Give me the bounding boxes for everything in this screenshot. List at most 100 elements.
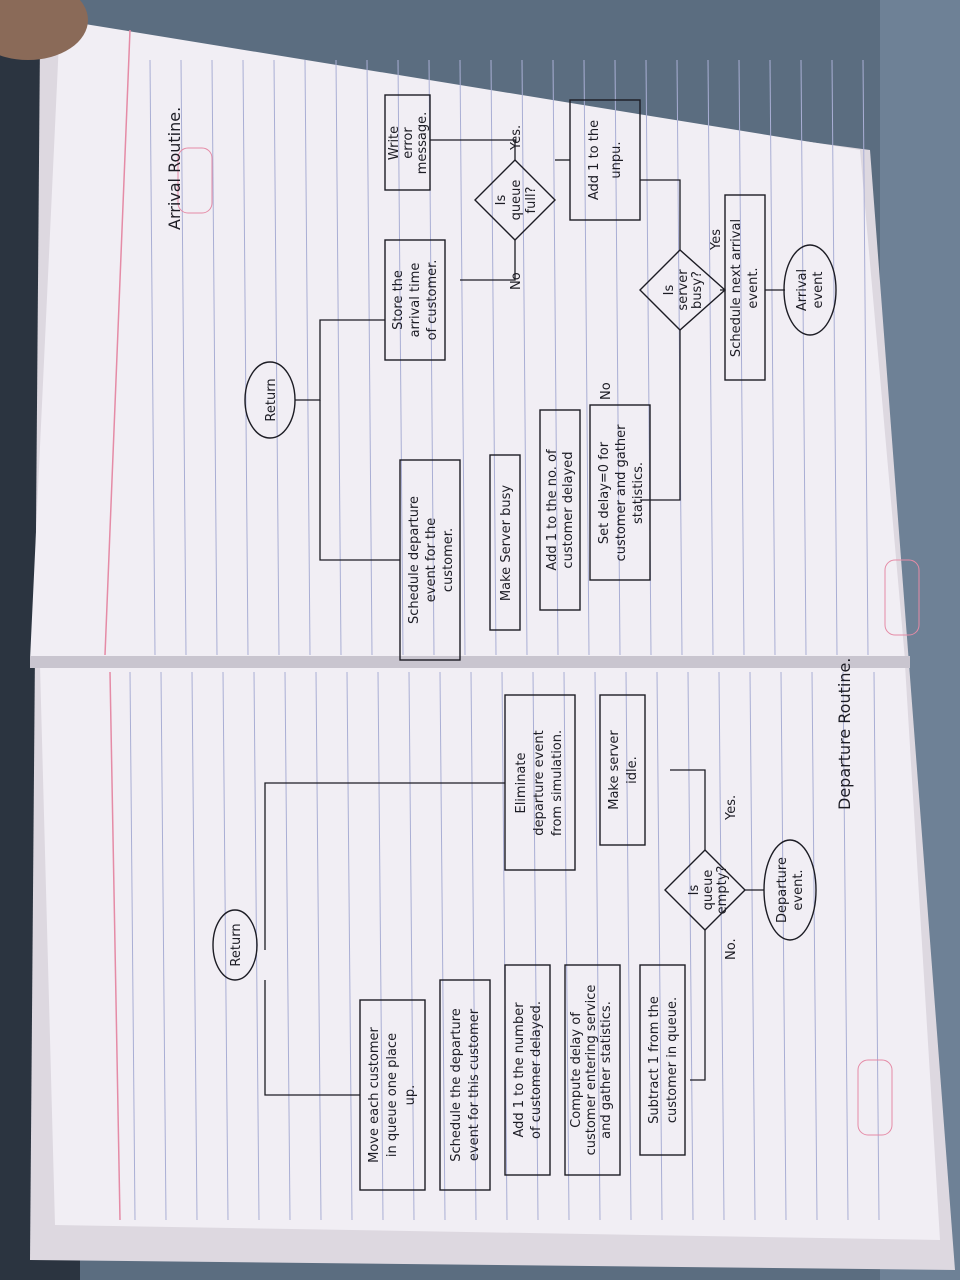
rule-line: [862, 59, 869, 656]
rule-line: [687, 671, 694, 1221]
queue-empty-decision: [664, 849, 746, 931]
compute-delay-label: customer entering service: [584, 985, 599, 1156]
add-delayed-dep-label: Add 1 to the number: [512, 1002, 527, 1138]
add-delayed-dep-label: of customer delayed.: [529, 1001, 544, 1139]
rule-line: [459, 59, 466, 656]
rule-line: [129, 671, 136, 1221]
schedule-departure-label: Schedule departure: [407, 496, 422, 624]
rule-line: [614, 59, 621, 656]
rule-line: [831, 59, 838, 656]
rule-line: [738, 59, 745, 656]
rule-line: [811, 671, 818, 1221]
finger: [0, 0, 88, 60]
server-busy-label: Is: [662, 284, 677, 295]
set-delay-label: Set delay=0 for: [597, 441, 612, 544]
store-time-label: Store the: [391, 270, 406, 330]
rule-line: [211, 59, 218, 656]
schedule-next-arrival-label: Schedule next arrival: [729, 219, 744, 357]
departure-start-label: event.: [791, 869, 806, 910]
margin-line: [109, 671, 121, 1221]
rule-line: [780, 671, 787, 1221]
rule-line: [501, 671, 508, 1221]
queue-empty-label: Is: [687, 884, 702, 895]
schedule-departure-dep-label: Schedule the departure: [449, 1008, 464, 1162]
queue-full-label: queue: [509, 180, 524, 221]
arrival-start-label: event: [811, 271, 826, 308]
yes-label: Yes: [709, 229, 724, 251]
queue-no-label: No: [509, 272, 524, 290]
edge: [264, 782, 505, 950]
eliminate-label: departure event: [532, 730, 547, 835]
no-label: No: [599, 382, 614, 400]
rule-line: [377, 671, 384, 1221]
add-one-label: unpu.: [609, 141, 624, 178]
schedule-next-arrival-box: [724, 194, 766, 381]
rule-line: [346, 671, 353, 1221]
edge: [690, 930, 706, 1081]
rule-line: [191, 671, 198, 1221]
rule-line: [873, 671, 880, 1221]
rule-line: [470, 671, 477, 1221]
make-busy-box: [489, 454, 521, 631]
rule-line: [625, 671, 632, 1221]
rule-line: [397, 59, 404, 656]
edge: [295, 319, 385, 401]
subtract-label: customer in queue.: [665, 997, 680, 1123]
eliminate-label: from simulation.: [550, 730, 565, 836]
rule-line: [366, 59, 373, 656]
set-delay-box: [589, 404, 651, 581]
rule-line: [315, 671, 322, 1221]
rule-line: [707, 59, 714, 656]
subtract-label: Subtract 1 from the: [647, 996, 662, 1124]
schedule-departure-dep-box: [439, 979, 491, 1191]
move-customer-label: in queue one place: [385, 1033, 400, 1157]
write-error-box: [384, 94, 431, 191]
rule-line: [656, 671, 663, 1221]
rule-line: [242, 59, 249, 656]
rule-line: [160, 671, 167, 1221]
departure-return-node: [212, 909, 258, 981]
add-delayed-dep-box: [504, 964, 551, 1176]
set-delay-label: customer and gather: [614, 424, 629, 561]
compute-delay-label: Compute delay of: [569, 1012, 584, 1128]
add-delayed-box: [539, 409, 581, 611]
schedule-departure-label: customer.: [441, 528, 456, 592]
rule-line: [583, 59, 590, 656]
write-error-label: Write: [387, 126, 402, 160]
make-idle-label: Make server: [607, 730, 622, 810]
server-busy-decision: [639, 249, 727, 331]
rule-line: [273, 59, 280, 656]
no-label: No.: [724, 938, 739, 960]
margin-line: [104, 29, 131, 656]
rule-line: [800, 59, 807, 656]
write-error-label: message.: [415, 112, 430, 175]
move-customer-label: up.: [403, 1085, 418, 1106]
subtract-box: [639, 964, 686, 1156]
edge: [460, 240, 516, 281]
edge: [264, 980, 360, 1096]
rule-line: [521, 59, 528, 656]
schedule-next-arrival-label: event.: [746, 267, 761, 308]
add-delayed-label: Add 1 to the no. of: [545, 449, 560, 571]
rule-line: [769, 59, 776, 656]
eliminate-label: Eliminate: [514, 752, 529, 813]
queue-empty-label: queue: [701, 870, 716, 911]
write-error-label: error: [401, 127, 416, 159]
rule-line: [552, 59, 559, 656]
rule-line: [718, 671, 725, 1221]
edge: [430, 139, 516, 160]
brand-stamp-icon: [177, 147, 920, 1136]
queue-full-label: full?: [524, 187, 539, 214]
rule-line: [284, 671, 291, 1221]
compute-delay-label: and gather statistics.: [599, 1001, 614, 1139]
rule-line: [439, 671, 446, 1221]
rule-line: [490, 59, 497, 656]
add-delayed-label: customer delayed: [561, 451, 576, 568]
add-one-label: Add 1 to the: [587, 120, 602, 200]
queue-full-decision: [474, 159, 556, 241]
make-idle-box: [599, 694, 646, 846]
rule-line: [749, 671, 756, 1221]
edge: [640, 179, 681, 250]
arrival-flowchart: Arrival Routine. Arrival event Schedule …: [165, 94, 837, 661]
